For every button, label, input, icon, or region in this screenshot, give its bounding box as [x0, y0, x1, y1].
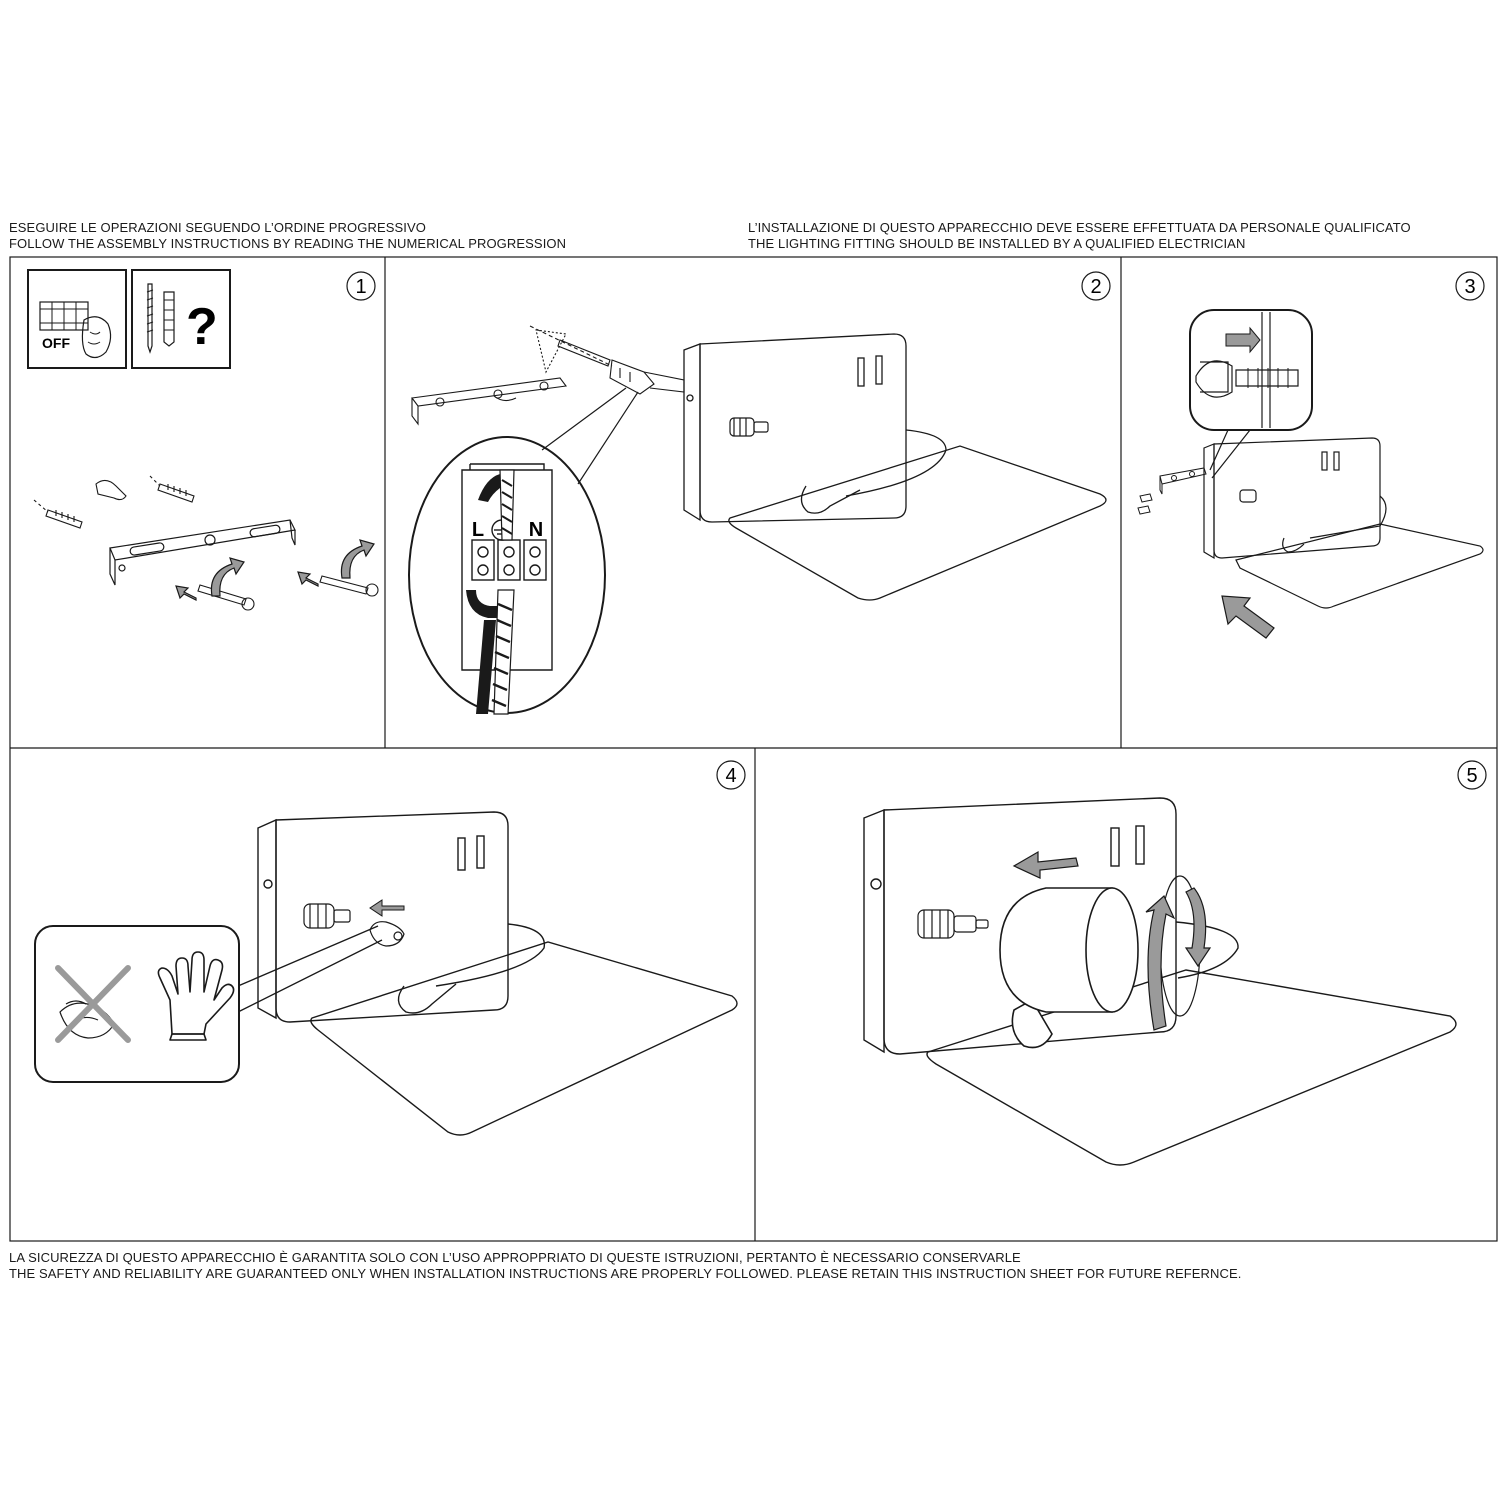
- step-1-badge: 1: [346, 271, 376, 301]
- connector-plug: [729, 417, 769, 437]
- step-4-badge: 4: [716, 760, 746, 790]
- glove-icon: [157, 951, 235, 1041]
- terminal-label-live: L: [472, 519, 484, 541]
- step-5-panel: 5: [863, 760, 1487, 1166]
- step-number: 2: [1090, 276, 1101, 298]
- step-1-panel: 1 OFF ?: [27, 269, 379, 611]
- header-right-english: THE LIGHTING FITTING SHOULD BE INSTALLED…: [748, 236, 1246, 251]
- header-left-english: FOLLOW THE ASSEMBLY INSTRUCTIONS BY READ…: [9, 236, 567, 251]
- footer-english: THE SAFETY AND RELIABILITY ARE GUARANTEE…: [9, 1266, 1242, 1281]
- screw-detail-callout: [1189, 309, 1313, 479]
- push-arrow: [1221, 595, 1275, 639]
- question-mark-label: ?: [186, 298, 218, 356]
- lamp-backplate-large: [257, 811, 738, 1136]
- step-2-panel: 2: [408, 271, 1111, 715]
- footer-italian: LA SICUREZZA DI QUESTO APPARECCHIO È GAR…: [9, 1250, 1021, 1265]
- step-3-badge: 3: [1455, 271, 1485, 301]
- power-off-label: OFF: [42, 335, 70, 351]
- insert-arrow: [369, 899, 405, 917]
- step-number: 5: [1466, 765, 1477, 787]
- wall-bracket-small: [410, 377, 568, 426]
- lamp-backplate-final: [863, 797, 1457, 1166]
- small-bracket: [1137, 467, 1207, 515]
- step-number: 1: [355, 276, 366, 298]
- step-5-badge: 5: [1457, 760, 1487, 790]
- step-2-badge: 2: [1081, 271, 1111, 301]
- panel-grid: [9, 256, 1498, 1242]
- footer: LA SICUREZZA DI QUESTO APPARECCHIO È GAR…: [9, 1250, 1242, 1282]
- header-left-italian: ESEGUIRE LE OPERAZIONI SEGUENDO L’ORDINE…: [9, 220, 426, 235]
- bulb-socket-final: [917, 909, 989, 939]
- header-right-italian: L’INSTALLAZIONE DI QUESTO APPARECCHIO DE…: [748, 220, 1411, 235]
- power-off-icon: OFF: [27, 269, 127, 369]
- terminal-detail-callout: L N: [408, 387, 639, 715]
- lamp-shelf-base: [728, 429, 1107, 601]
- glove-warning-callout: [34, 925, 383, 1083]
- step-number: 4: [725, 765, 736, 787]
- slide-arrow: [1012, 850, 1079, 879]
- header-right: L’INSTALLAZIONE DI QUESTO APPARECCHIO DE…: [748, 220, 1411, 252]
- step-4-panel: 4: [34, 760, 746, 1136]
- screwdriver-and-terminal: [529, 325, 685, 395]
- step-3-panel: 3: [1137, 271, 1485, 639]
- crossed-out-icon: [55, 965, 131, 1043]
- bulb-socket: [303, 903, 405, 947]
- lamp-backplate: [683, 333, 907, 523]
- lamp-backplate-small: [1203, 437, 1484, 609]
- lamp-shade: [999, 887, 1139, 1049]
- step-1-arrows: [175, 539, 375, 601]
- mounting-bracket: [109, 519, 296, 586]
- header-left: ESEGUIRE LE OPERAZIONI SEGUENDO L’ORDINE…: [9, 220, 566, 252]
- step-number: 3: [1464, 276, 1475, 298]
- terminal-label-neutral: N: [529, 519, 543, 541]
- rotate-arrow: [1145, 875, 1212, 1031]
- tools-check-icon: ?: [131, 269, 231, 369]
- wall-plugs-and-screws: [33, 475, 379, 611]
